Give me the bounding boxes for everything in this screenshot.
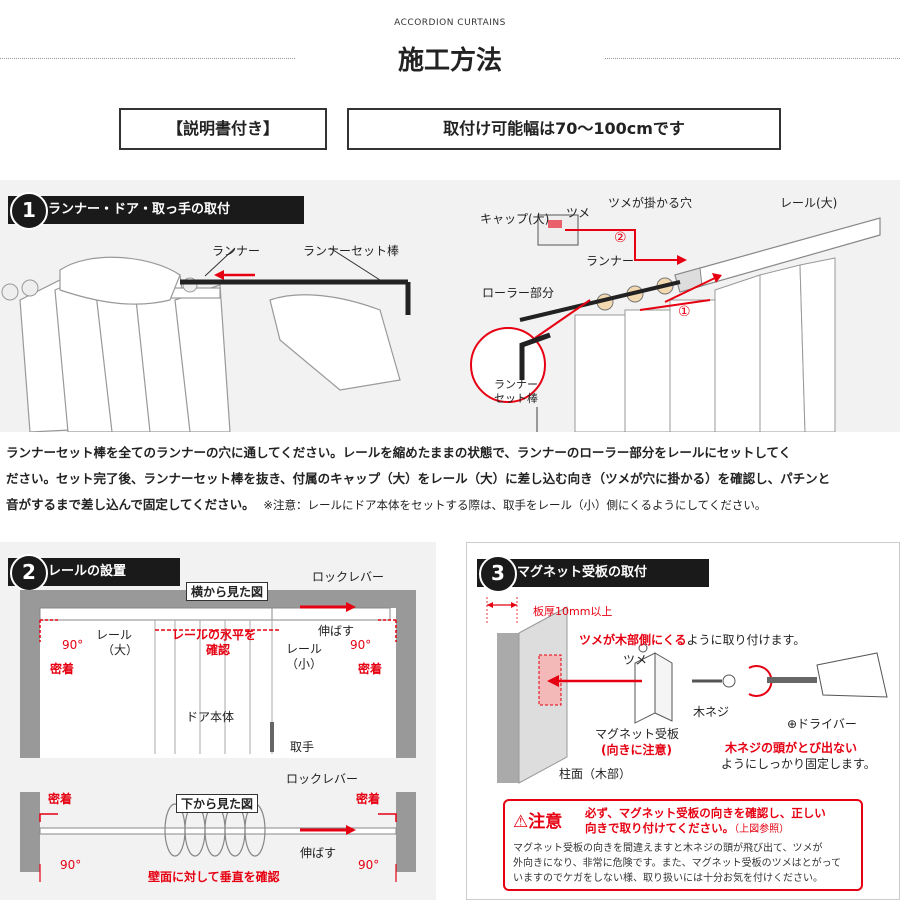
warning-body-1: マグネット受板の向きを間違えますと木ネジの頭が飛び出て、ツメが: [513, 843, 823, 854]
label-runner: ランナー: [212, 244, 261, 258]
pillar-label: 柱面（木部）: [559, 767, 632, 781]
runner-insert-illustration: [1, 247, 411, 432]
width-badge: 取付け可能幅は70〜100cmです: [347, 108, 781, 150]
handle-label: 取手: [290, 740, 315, 754]
level-note-2: 確認: [206, 643, 231, 657]
claw-side-note: ツメが木部側にくるように取り付けます。: [579, 631, 805, 648]
warning-main-2: 向きで取り付けてください。（上図参照）: [585, 820, 789, 836]
thickness-label: 板厚10mm以上: [533, 605, 613, 618]
door-body-label: ドア本体: [186, 710, 235, 724]
divider-right: [605, 58, 900, 59]
instruction-line-3: 音がするまで差し込んで固定してください。 ※注意：レールにドア本体をセットする際…: [6, 492, 896, 518]
orientation-note: (向きに注意): [601, 743, 672, 757]
warning-title: ⚠注意: [513, 812, 563, 832]
step1-heading-text: ランナー・ドア・取っ手の取付: [48, 202, 231, 217]
screw-note-red: 木ネジの頭がとび出ない: [725, 741, 858, 755]
angle-right: 90°: [350, 638, 372, 652]
label-runner-rod: ランナーセット棒: [303, 244, 400, 258]
instruction-line-2: ださい。セット完了後、ランナーセット棒を抜き、付属のキャップ（大）をレール（大）…: [6, 471, 831, 486]
warning-body-2: 外向きになり、非常に危険です。また、マグネット受板のツメはとがって: [513, 858, 842, 869]
warning-main-1: 必ず、マグネット受板の向きを確認し、正しい: [585, 806, 826, 820]
label-claw-hole: ツメが掛かる穴: [608, 196, 693, 210]
claw-side-rest: ように取り付けます。: [686, 633, 806, 647]
warning-body: マグネット受板の向きを間違えますと木ネジの頭が飛び出て、ツメが 外向きになり、非…: [513, 841, 841, 886]
step3-heading-text: マグネット受板の取付: [517, 565, 648, 580]
claw-label: ツメ: [623, 653, 648, 667]
angle-left: 90°: [62, 638, 84, 652]
rail-large-label-2: （大）: [102, 643, 139, 657]
angle-left-2: 90°: [60, 858, 82, 872]
mark-1: ①: [678, 304, 691, 320]
rail-large-label-1: レール: [96, 628, 133, 642]
screw-note-rest: ようにしっかり固定します。: [721, 757, 876, 771]
magnet-plate-diagram: [486, 597, 888, 784]
page-title: 施工方法: [397, 46, 502, 76]
claw-side-red: ツメが木部側にくる: [579, 633, 687, 647]
step1-heading: ランナー・ドア・取っ手の取付: [8, 196, 304, 224]
divider-left: [0, 58, 295, 59]
step3-number: 3: [479, 555, 517, 593]
label-runner-2: ランナー: [586, 254, 635, 268]
lock-lever-label: ロックレバー: [312, 570, 385, 584]
step1-number: 1: [10, 192, 48, 230]
angle-right-2: 90°: [358, 858, 380, 872]
extend-label: 伸ばす: [318, 624, 355, 638]
step3-panel: マグネット受板の取付 3 板厚10mm以上 ツメが木部側にくるように取り付けます…: [466, 542, 900, 900]
tight-right: 密着: [358, 662, 383, 676]
extend-label-2: 伸ばす: [300, 846, 337, 860]
mark-2: ②: [614, 230, 627, 246]
label-rod-circle-2: セット棒: [494, 392, 538, 405]
perpendicular-note: 壁面に対して垂直を確認: [148, 870, 280, 884]
step2-panel: レールの設置 2: [0, 542, 436, 900]
wood-screw-label: 木ネジ: [693, 705, 730, 719]
warning-main-2-text: 向きで取り付けてください。: [585, 821, 735, 835]
rail-small-label-2: （小）: [286, 657, 323, 671]
tight-left-2: 密着: [48, 792, 73, 806]
warning-body-3: いますのでケガをしない様、取り扱いには十分お気を付けください。: [513, 873, 823, 884]
step2-heading-text: レールの設置: [48, 564, 127, 579]
bottom-view-label: 下から見た図: [176, 794, 259, 813]
warning-box: ⚠注意 必ず、マグネット受板の向きを確認し、正しい 向きで取り付けてください。（…: [503, 799, 863, 891]
instruction-line-3-text: 音がするまで差し込んで固定してください。: [6, 497, 255, 512]
rail-small-label-1: レール: [286, 642, 323, 656]
tight-right-2: 密着: [356, 792, 381, 806]
manual-badge: 【説明書付き】: [119, 108, 327, 150]
side-view-label: 横から見た図: [186, 582, 269, 601]
lock-lever-label-2: ロックレバー: [286, 772, 359, 786]
step1-panel: ランナー・ドア・取っ手の取付 1 ランナー ランナーセット棒: [0, 180, 900, 432]
instruction-line-1: ランナーセット棒を全てのランナーの穴に通してください。レールを縮めたままの状態で…: [6, 445, 792, 460]
page-subtitle: ACCORDION CURTAINS: [394, 18, 506, 28]
label-claw: ツメ: [566, 206, 591, 220]
rail-set-illustration: [470, 214, 881, 432]
instruction-note: ※注意：レールにドア本体をセットする際は、取手をレール（小）側にくるようにしてく…: [263, 498, 767, 512]
label-rail-large: レール(大): [780, 196, 838, 210]
tight-left: 密着: [50, 662, 75, 676]
warning-ref: （上図参照）: [734, 824, 790, 835]
label-roller: ローラー部分: [482, 286, 555, 300]
driver-label: ⊕ドライバー: [787, 717, 857, 731]
level-note-1: レールの水平を: [172, 628, 257, 642]
step1-instructions: ランナーセット棒を全てのランナーの穴に通してください。レールを縮めたままの状態で…: [6, 440, 896, 518]
label-rod-circle-1: ランナー: [494, 378, 538, 391]
magnet-plate-label: マグネット受板: [595, 727, 680, 741]
label-cap: キャップ(大): [480, 212, 550, 226]
